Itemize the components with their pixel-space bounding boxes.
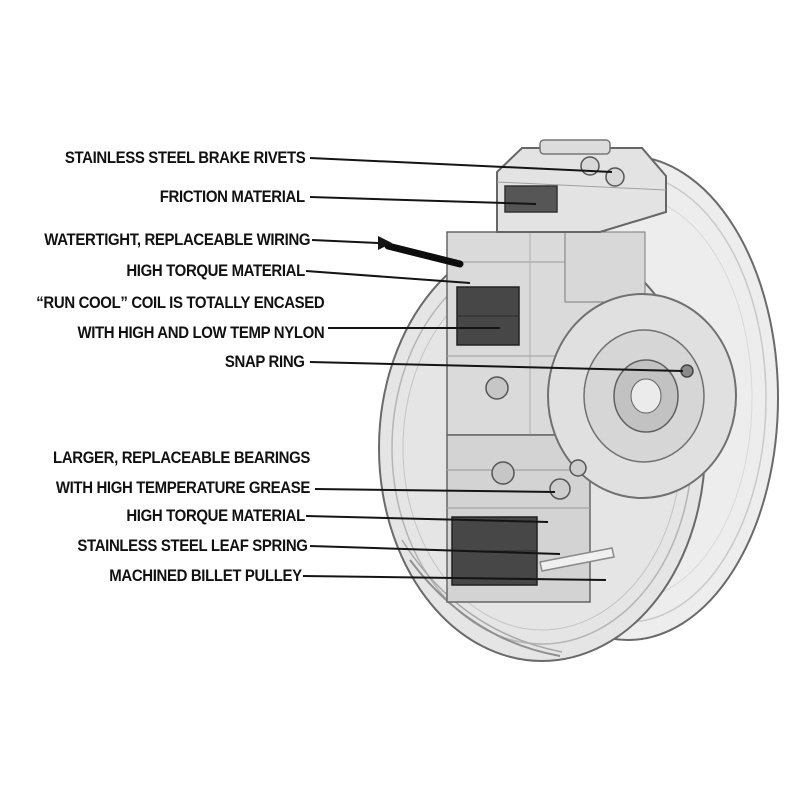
leader-line (314, 488, 556, 493)
leader-line (309, 361, 684, 372)
label-replaceable-bearings-line1: LARGER, REPLACEABLE BEARINGS (53, 448, 310, 467)
power-wire (384, 242, 464, 268)
guide-pins (485, 376, 515, 485)
label-run-cool-coil-line2: WITH HIGH AND LOW TEMP NYLON (77, 323, 324, 342)
wire-arrowhead (378, 236, 392, 250)
label-replaceable-bearings-line2: WITH HIGH TEMPERATURE GREASE (55, 478, 311, 497)
leader-lines (302, 157, 684, 581)
friction-material-pad (504, 185, 558, 213)
label-high-torque-material-bottom: HIGH TORQUE MATERIAL (126, 506, 305, 525)
label-billet-pulley: MACHINED BILLET PULLEY (109, 566, 302, 585)
leader-line (309, 157, 613, 173)
coil-cross-section-upper (456, 286, 520, 346)
hub (547, 293, 737, 499)
label-high-torque-material-top: HIGH TORQUE MATERIAL (126, 261, 305, 280)
leader-line (309, 196, 537, 205)
leader-line (305, 515, 549, 523)
label-friction-material: FRICTION MATERIAL (160, 187, 305, 206)
bearings (549, 459, 587, 500)
label-watertight-wiring: WATERTIGHT, REPLACEABLE WIRING (44, 230, 310, 249)
label-snap-ring: SNAP RING (225, 352, 305, 371)
label-run-cool-coil: “RUN COOL” COIL IS TOTALLY ENCASED WITH … (36, 288, 324, 348)
label-brake-rivets: STAINLESS STEEL BRAKE RIVETS (64, 148, 305, 167)
leader-line (311, 239, 379, 244)
leader-line (302, 575, 607, 581)
label-run-cool-coil-line1: “RUN COOL” COIL IS TOTALLY ENCASED (35, 293, 324, 312)
leader-line (305, 270, 471, 284)
leader-line (309, 545, 561, 555)
label-replaceable-bearings: LARGER, REPLACEABLE BEARINGS WITH HIGH T… (53, 443, 310, 503)
label-leaf-spring: STAINLESS STEEL LEAF SPRING (77, 536, 309, 555)
stainless-leaf-spring (539, 547, 615, 572)
